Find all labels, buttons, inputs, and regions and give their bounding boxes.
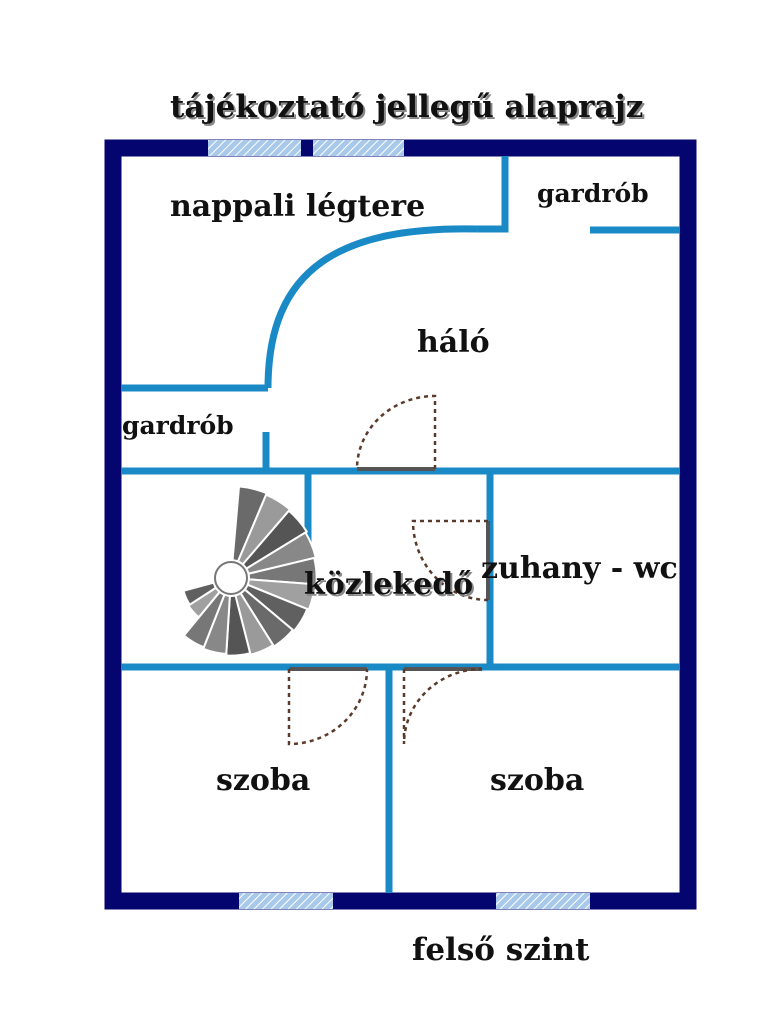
room-label-zuhany: zuhany - wc (481, 551, 678, 586)
door-halo (355, 394, 437, 471)
door-szoba-left (287, 667, 369, 746)
spiral-staircase (182, 485, 318, 657)
stair-tread (186, 586, 222, 619)
stair-tread (239, 588, 295, 648)
page-title: tájékoztató jellegű alaprajz (170, 89, 644, 125)
window-bottom-2 (496, 893, 590, 909)
stair-tread (241, 509, 309, 570)
stair-tread (182, 581, 218, 607)
outer-wall (104, 139, 697, 910)
floor-caption: felső szint (412, 932, 590, 968)
inner-walls (121, 156, 680, 893)
room-label-szoba-left: szoba (216, 763, 311, 798)
window-top-2 (313, 140, 404, 156)
stair-tread (236, 493, 292, 566)
stair-tread (182, 590, 226, 649)
stair-tread (231, 485, 269, 563)
stair-tread (246, 578, 316, 611)
room-label-gardrob-top: gardrób (537, 179, 649, 208)
stair-tread (244, 531, 317, 575)
door-zuhany (411, 519, 490, 602)
room-label-kozlekedo: közlekedő (304, 567, 474, 602)
stair-tread (201, 593, 231, 655)
stair-tread (225, 594, 252, 657)
stair-tread (234, 591, 275, 656)
window-bottom-1 (239, 893, 333, 909)
stair-tread (247, 556, 318, 586)
stair-tread (243, 583, 309, 633)
stair-center-post (214, 561, 248, 595)
room-label-halo: háló (417, 325, 490, 360)
window-top-1 (208, 140, 301, 156)
door-szoba-right (402, 667, 483, 745)
room-label-gardrob-left: gardrób (122, 411, 234, 440)
room-label-nappali: nappali légtere (170, 189, 426, 224)
room-label-szoba-right: szoba (490, 763, 585, 798)
